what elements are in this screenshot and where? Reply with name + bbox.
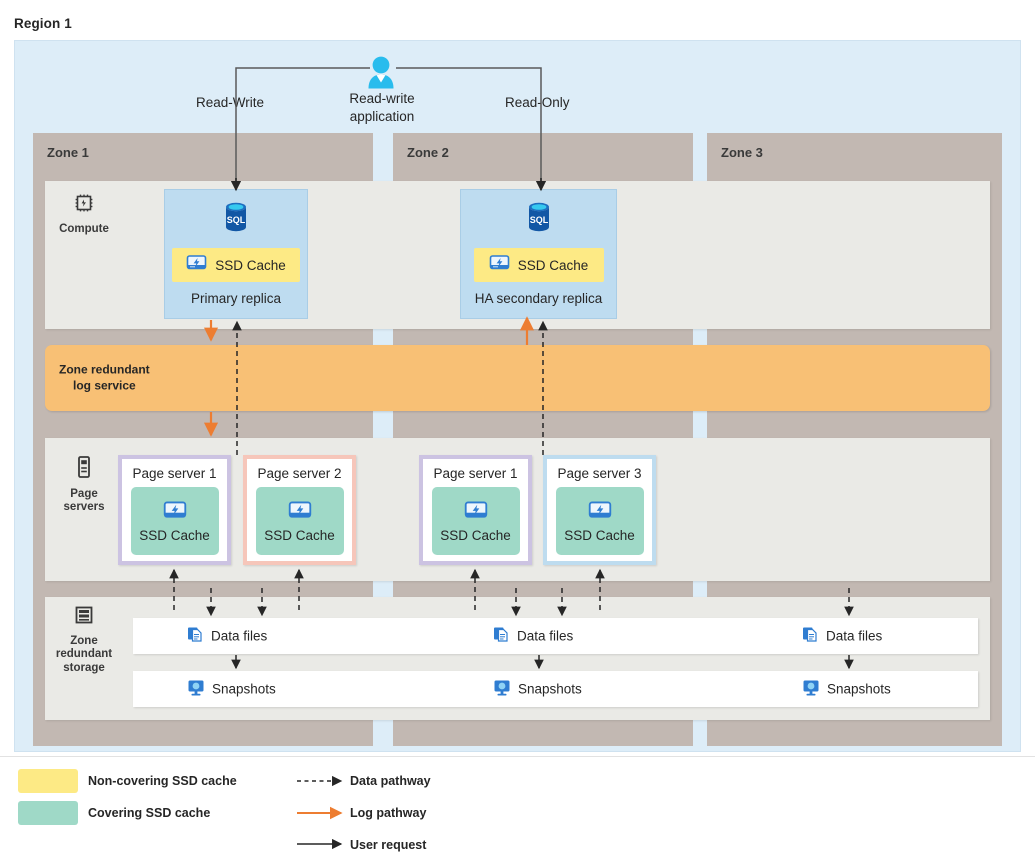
ssd-drive-icon — [186, 254, 207, 276]
data-files-label: Data files — [517, 628, 574, 644]
zone-redundant-log-service-bar: Zone redundant log service — [45, 345, 990, 411]
compute-row-label: Compute — [41, 192, 127, 236]
legend-label-log-pathway: Log pathway — [350, 806, 427, 820]
page-server-name: Page server 3 — [557, 466, 642, 481]
replica-card-ha-secondary[interactable]: SQL SSD Cache HA secondary replica — [460, 189, 617, 319]
snapshots-cell-3[interactable]: Snapshots — [802, 679, 891, 700]
app-label-line2: application — [349, 108, 415, 124]
legend-line-samples — [297, 775, 343, 850]
zone-header-bar-3 — [707, 133, 1002, 173]
log-service-label: Zone redundant log service — [59, 362, 150, 393]
snapshot-monitor-icon — [802, 679, 820, 700]
user-icon — [364, 55, 398, 100]
primary-ssd-cache-label: SSD Cache — [215, 257, 286, 273]
legend-divider — [0, 756, 1035, 757]
storage-row-label-line3: storage — [63, 661, 105, 674]
page-server-card-z1-ps1[interactable]: Page server 1 SSD Cache — [118, 455, 231, 565]
ha-secondary-ssd-cache-label: SSD Cache — [517, 257, 589, 273]
data-files-label: Data files — [826, 628, 883, 644]
page-server-card-z2-ps3[interactable]: Page server 3 SSD Cache — [543, 455, 656, 565]
storage-row-label: Zone redundant storage — [41, 604, 127, 675]
snapshots-cell-2[interactable]: Snapshots — [493, 679, 582, 700]
snapshot-monitor-icon — [187, 679, 205, 700]
data-files-cell-1[interactable]: Data files — [187, 626, 267, 647]
storage-row-label-line1: Zone — [70, 634, 98, 647]
data-files-row: Data files Data files Data files — [133, 618, 978, 654]
page-server-card-z2-ps1[interactable]: Page server 1 SSD Cache — [419, 455, 532, 565]
app-label-line1: Read-write — [349, 91, 415, 106]
legend-label-data-pathway: Data pathway — [350, 774, 431, 788]
sql-database-icon: SQL — [221, 201, 251, 240]
sql-database-icon: SQL — [524, 201, 554, 240]
data-files-label: Data files — [211, 628, 268, 644]
legend-swatch-non-covering — [18, 769, 78, 793]
ha-secondary-replica-name: HA secondary replica — [474, 291, 603, 306]
documents-icon — [493, 626, 510, 647]
documents-icon — [187, 626, 204, 647]
compute-row-label-text: Compute — [59, 222, 109, 235]
primary-replica-name: Primary replica — [190, 291, 282, 306]
page-server-cache-label: SSD Cache — [139, 527, 210, 543]
page-server-cache: SSD Cache — [431, 487, 520, 555]
region-title: Region 1 — [14, 16, 72, 31]
page-servers-row-label-line1: Page — [70, 487, 98, 500]
ssd-drive-icon — [464, 500, 488, 525]
ssd-drive-icon — [489, 254, 510, 276]
page-server-name: Page server 2 — [257, 466, 342, 481]
legend-swatch-covering — [18, 801, 78, 825]
legend-label-covering: Covering SSD cache — [88, 806, 211, 820]
page-server-cache: SSD Cache — [130, 487, 219, 555]
snapshots-label: Snapshots — [827, 681, 891, 697]
page-server-name: Page server 1 — [433, 466, 518, 481]
legend-label-user-request: User request — [350, 838, 427, 852]
snapshot-monitor-icon — [493, 679, 511, 700]
documents-icon — [802, 626, 819, 647]
ssd-drive-icon — [163, 500, 187, 525]
read-only-path-label: Read-Only — [505, 95, 570, 110]
snapshots-cell-1[interactable]: Snapshots — [187, 679, 276, 700]
app-label: Read-write application — [330, 90, 434, 125]
svg-text:SQL: SQL — [529, 215, 548, 225]
storage-row-label-line2: redundant — [55, 648, 113, 661]
primary-ssd-cache-chip: SSD Cache — [172, 248, 300, 282]
page-servers-row-label: Page servers — [41, 455, 127, 515]
server-icon — [41, 455, 127, 484]
snapshots-label: Snapshots — [212, 681, 276, 697]
page-server-cache: SSD Cache — [555, 487, 644, 555]
read-write-path-label: Read-Write — [196, 95, 265, 110]
page-server-cache-label: SSD Cache — [440, 527, 511, 543]
svg-text:SQL: SQL — [227, 215, 246, 225]
snapshots-label: Snapshots — [518, 681, 582, 697]
ssd-drive-icon — [588, 500, 612, 525]
storage-stack-icon — [41, 604, 127, 631]
cpu-chip-icon — [41, 192, 127, 219]
ha-secondary-ssd-cache-chip: SSD Cache — [473, 248, 604, 282]
legend-label-non-covering: Non-covering SSD cache — [88, 774, 237, 788]
page-server-name: Page server 1 — [132, 466, 217, 481]
page-server-cache: SSD Cache — [255, 487, 344, 555]
replica-card-primary[interactable]: SQL SSD Cache Primary replica — [164, 189, 308, 319]
page-server-cache-label: SSD Cache — [264, 527, 335, 543]
data-files-cell-3[interactable]: Data files — [802, 626, 882, 647]
ssd-drive-icon — [288, 500, 312, 525]
zone-label-1: Zone 1 — [47, 145, 89, 160]
page-server-card-z1-ps2[interactable]: Page server 2 SSD Cache — [243, 455, 356, 565]
log-service-label-line1: Zone redundant — [59, 362, 150, 377]
zone-label-2: Zone 2 — [407, 145, 449, 160]
page-server-cache-label: SSD Cache — [564, 527, 635, 543]
snapshots-row: Snapshots Snapshots Snapshots — [133, 671, 978, 707]
data-files-cell-2[interactable]: Data files — [493, 626, 573, 647]
page-servers-row-label-line2: servers — [63, 501, 105, 514]
log-service-label-line2: log service — [72, 378, 136, 392]
zone-label-3: Zone 3 — [721, 145, 763, 160]
